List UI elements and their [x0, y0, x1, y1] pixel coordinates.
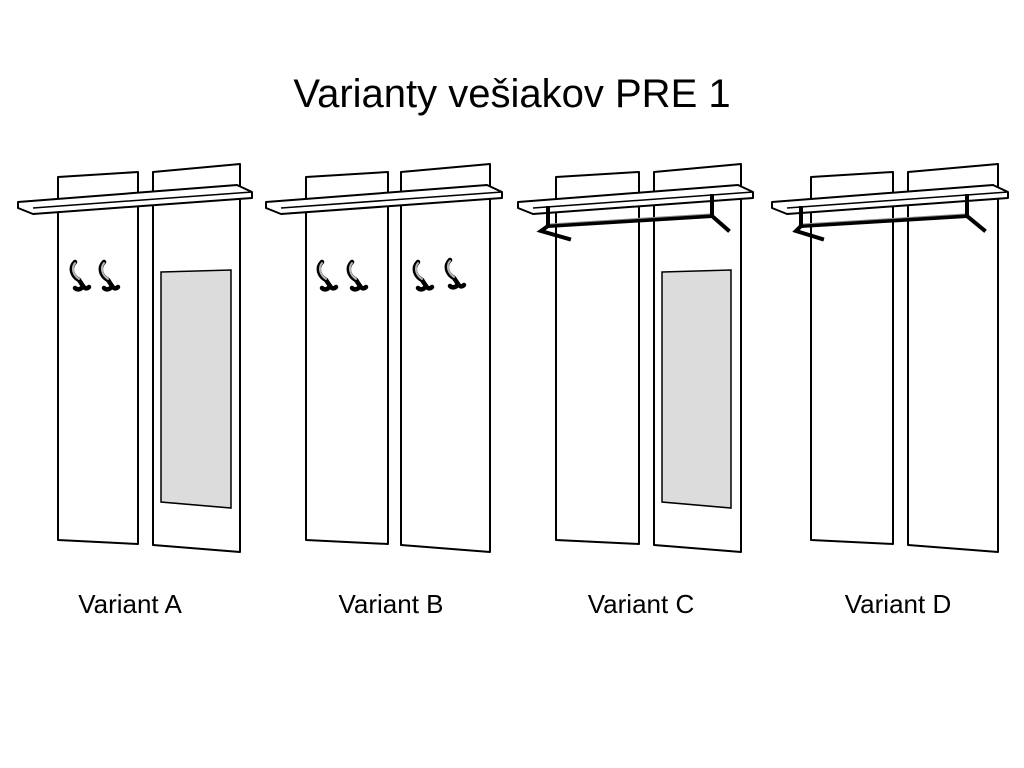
- variant-d-label: Variant D: [844, 589, 952, 619]
- variant-d-clothes-rail: [792, 194, 987, 242]
- variant-b-label: Variant B: [338, 589, 444, 619]
- variant-c-label: Variant C: [587, 589, 695, 619]
- variant-a-drawing: [17, 163, 253, 553]
- variant-d-left-panel: [810, 171, 894, 545]
- variant-d-drawing: [771, 163, 1009, 553]
- variant-b-shelf: [265, 184, 503, 215]
- variant-c-clothes-rail: [536, 194, 731, 242]
- variant-d-right-panel: [907, 163, 999, 553]
- variant-c-left-panel: [555, 171, 640, 545]
- page-title: Varianty vešiakov PRE 1: [293, 72, 731, 116]
- variant-c-drawing: [517, 163, 754, 553]
- variant-c-shelf: [517, 184, 754, 215]
- variant-a-left-panel: [57, 171, 139, 545]
- variant-c-mirror: [661, 269, 732, 509]
- variant-a-label: Variant A: [78, 589, 182, 619]
- variant-b-right-panel: [400, 163, 491, 553]
- variant-a-mirror: [160, 269, 232, 509]
- variant-d-shelf: [771, 184, 1009, 215]
- variant-b-left-panel: [305, 171, 389, 545]
- variant-a-shelf: [17, 184, 253, 215]
- variant-b-drawing: [265, 163, 503, 553]
